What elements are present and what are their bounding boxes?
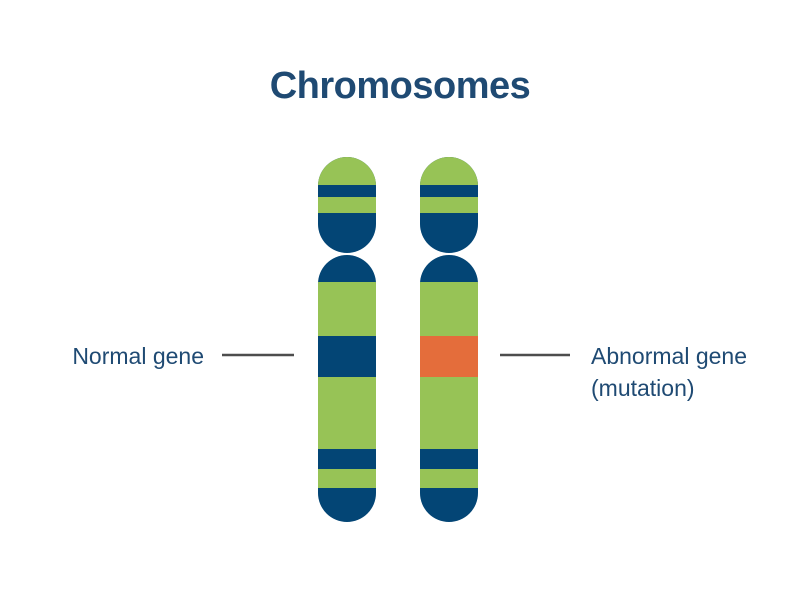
diagram-title: Chromosomes: [269, 65, 531, 107]
abnormal-gene-label-line1: Abnormal gene: [591, 343, 747, 369]
abnormal-gene-label-line2: (mutation): [591, 375, 695, 401]
normal-chromosome: [318, 157, 376, 522]
abnormal-gene-label: Abnormal gene (mutation): [591, 340, 747, 404]
normal-gene-label: Normal gene: [72, 343, 204, 369]
abnormal-gene-band: [420, 336, 478, 377]
normal-gene-band: [318, 336, 376, 377]
mutated-chromosome-upper-arm: [420, 157, 478, 253]
mutated-chromosome-lower-arm: [420, 255, 478, 522]
mutated-chromosome: [420, 157, 478, 522]
normal-chromosome-lower-arm: [318, 255, 376, 522]
normal-chromosome-upper-arm: [318, 157, 376, 253]
